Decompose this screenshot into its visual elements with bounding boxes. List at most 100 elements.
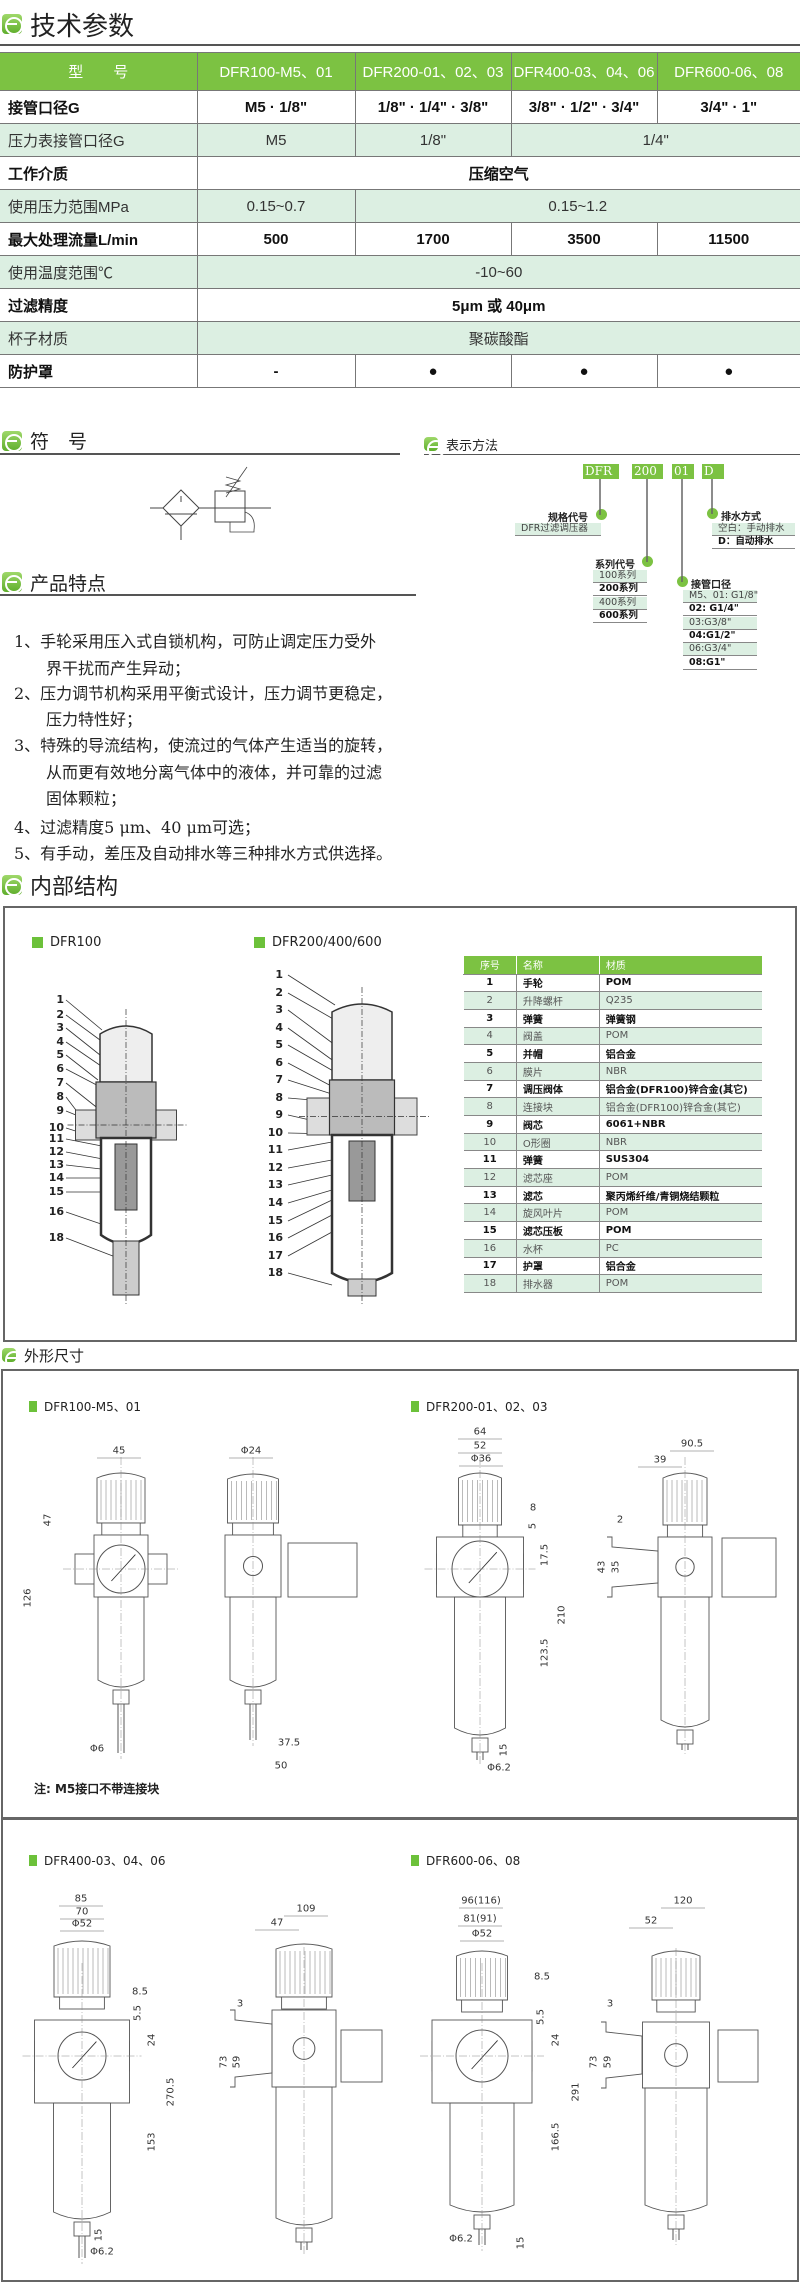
green-square-icon — [411, 1401, 419, 1412]
callout-number: 16 — [48, 1205, 64, 1218]
dimension-value: 73 — [218, 2055, 230, 2069]
dimension-value: 70 — [75, 1906, 89, 1918]
group-title-spec: 规格代号 — [548, 513, 588, 524]
spec-cell: 1700 — [355, 222, 512, 256]
dimension-value: 210 — [556, 1605, 568, 1625]
parts-cell: POM — [598, 1027, 762, 1046]
parts-cell: 升降螺杆 — [515, 991, 600, 1010]
group-title-drain: 排水方式 — [721, 512, 761, 523]
dimension-value: 2 — [616, 1514, 624, 1526]
dimension-value: 126 — [22, 1588, 34, 1608]
spec-header-cell: DFR400-03、04、06 — [511, 52, 658, 91]
spec-cell: 500 — [197, 222, 356, 256]
callout-number: 17 — [267, 1249, 283, 1262]
notation-option: D：自动排水 — [712, 536, 795, 550]
green-square-icon — [411, 1855, 419, 1866]
section-title: 符 号 — [30, 431, 88, 453]
callout-number: 5 — [56, 1048, 64, 1061]
parts-cell: NBR — [598, 1062, 762, 1081]
callout-number: 14 — [48, 1171, 64, 1184]
callout-number: 14 — [267, 1196, 283, 1209]
spec-cell: ● — [657, 354, 800, 388]
parts-cell: 旋风叶片 — [515, 1203, 600, 1223]
callout-number: 6 — [56, 1062, 64, 1075]
section-icon — [2, 875, 23, 896]
spec-row-label: 使用压力范围MPa — [0, 189, 198, 223]
spec-header-cell: DFR600-06、08 — [657, 52, 800, 91]
dim-label-dfr600: DFR600-06、08 — [411, 1852, 520, 1869]
parts-cell: 18 — [463, 1274, 517, 1293]
spec-cell: 11500 — [657, 222, 800, 256]
parts-cell: 弹簧钢 — [598, 1009, 762, 1028]
parts-cell: POM — [598, 1221, 762, 1240]
parts-cell: 13 — [463, 1186, 517, 1205]
parts-cell: 1 — [463, 974, 517, 993]
dimension-value: 8.5 — [132, 1986, 148, 1998]
spec-row-label: 防护罩 — [0, 354, 198, 388]
callout-number: 6 — [275, 1056, 283, 1069]
spec-row: 防护罩-●●● — [0, 354, 800, 388]
parts-header-row: 序号名称材质 — [463, 956, 762, 975]
dimension-value: 47 — [42, 1513, 54, 1527]
group-title-series: 系列代号 — [595, 560, 635, 571]
notation-option: 04:G1/2" — [683, 630, 757, 643]
dimension-value: 81(91) — [463, 1913, 497, 1925]
code-drain: D — [702, 464, 724, 479]
notation-option: 100系列 — [593, 570, 647, 583]
dimension-value: Φ6 — [89, 1743, 105, 1755]
gauge-unit: MPa — [114, 1586, 128, 1594]
dimension-value: 123.5 — [539, 1638, 551, 1668]
spec-cell: 压缩空气 — [197, 156, 800, 190]
dimension-value: 15 — [93, 2228, 105, 2242]
code-series-prefix: DFR — [583, 464, 619, 479]
section-title: 技术参数 — [30, 11, 135, 42]
callout-number: 9 — [275, 1108, 283, 1121]
dimension-value: 59 — [602, 2055, 614, 2069]
spec-cell: 0.15~0.7 — [197, 189, 356, 223]
callout-number: 15 — [48, 1185, 64, 1198]
section-header-notation: 表示方法 — [424, 434, 800, 458]
dimension-value: 47 — [270, 1917, 284, 1929]
spec-header-cell: 型 号 — [0, 52, 198, 91]
parts-cell: 护罩 — [515, 1257, 600, 1276]
parts-cell: 2 — [463, 991, 517, 1010]
spec-row-label: 使用温度范围℃ — [0, 255, 198, 289]
dimension-value: 90.5 — [680, 1438, 704, 1450]
dimension-panel-1 — [1, 1369, 799, 1819]
parts-cell: POM — [598, 1203, 762, 1223]
dimension-note: 注: M5接口不带连接块 — [34, 1782, 160, 1796]
spec-cell: -10~60 — [197, 255, 800, 289]
model-label: DFR200/400/600 — [272, 935, 382, 950]
parts-cell: 阀盖 — [515, 1027, 600, 1046]
parts-cell: Q235 — [598, 991, 762, 1010]
parts-cell: 10 — [463, 1133, 517, 1152]
dimension-value: Φ6.2 — [90, 2246, 114, 2258]
parts-cell: 滤芯 — [515, 1186, 600, 1205]
dimension-value: 73 — [588, 2055, 600, 2069]
dimension-value: 37.5 — [277, 1737, 301, 1749]
feature-line: 界干扰而产生异动； — [14, 659, 191, 678]
callout-number: 13 — [48, 1158, 64, 1171]
dimension-value: 8.5 — [534, 1971, 550, 1983]
connector-dot — [642, 556, 653, 567]
section-icon — [2, 430, 23, 452]
section-header-internal: 内部结构 — [0, 870, 400, 900]
spec-row-label: 接管口径G — [0, 90, 198, 124]
group-title-port: 接管口径 — [691, 580, 731, 591]
callout-number: 18 — [267, 1266, 283, 1279]
spec-row: 杯子材质聚碳酸酯 — [0, 321, 800, 355]
spec-cell: 3/4" · 1" — [657, 90, 800, 124]
parts-cell: 弹簧 — [515, 1009, 600, 1028]
green-square-icon — [29, 1401, 37, 1412]
spec-cell: M5 — [197, 123, 356, 157]
spec-cell: 3/8" · 1/2" · 3/4" — [511, 90, 658, 124]
callout-number: 7 — [56, 1076, 64, 1089]
parts-cell: 3 — [463, 1009, 517, 1028]
parts-cell: 排水器 — [515, 1274, 600, 1293]
dimension-value: 166.5 — [550, 2122, 562, 2152]
parts-cell: 聚丙烯纤维/青铜烧结颗粒 — [598, 1186, 762, 1205]
